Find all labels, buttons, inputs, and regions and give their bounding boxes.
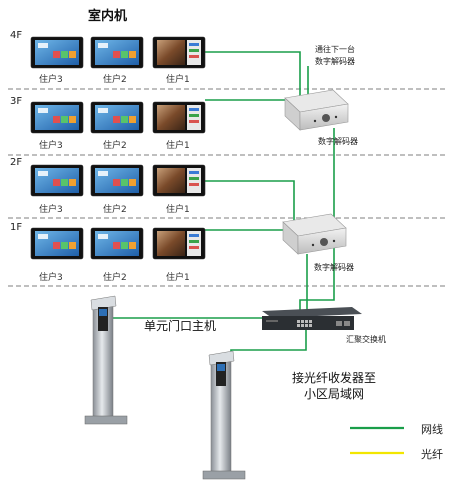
floor-label-4f: 4F (10, 30, 23, 41)
household-label: 住户1 (166, 205, 190, 215)
floor-label-1f: 1F (10, 222, 23, 233)
aggregation-switch (262, 307, 362, 330)
indoor-monitor (30, 101, 84, 134)
indoor-monitor (30, 36, 84, 69)
indoor-monitor-video (152, 36, 206, 69)
indoor-monitor-video (152, 164, 206, 197)
unit-door-main-label: 单元门口主机 (144, 319, 217, 333)
household-label: 住户2 (103, 141, 127, 151)
indoor-monitor (30, 164, 84, 197)
household-label: 住户3 (39, 141, 63, 151)
network-cables (113, 51, 335, 358)
fiber-transceiver-note: 接光纤收发器至 小区局域网 (292, 371, 377, 401)
indoor-monitor-video (152, 101, 206, 134)
legend-network-label: 网线 (421, 423, 443, 436)
decoder-upper-label: 数字解码器 (318, 137, 358, 146)
network-cable-line (230, 330, 307, 358)
household-label: 住户2 (103, 205, 127, 215)
indoor-monitor-video (152, 227, 206, 260)
decoder-lower (282, 213, 347, 255)
indoor-monitor (90, 101, 144, 134)
aggregation-switch-label: 汇聚交换机 (346, 335, 386, 344)
network-cable-line (299, 128, 335, 316)
household-label: 住户2 (103, 273, 127, 283)
network-cable-line (205, 180, 295, 226)
legend-fiber-label: 光纤 (421, 448, 443, 461)
decoder-lower-label: 数字解码器 (314, 263, 354, 272)
decoder-upper (284, 89, 349, 131)
household-label: 住户3 (39, 273, 63, 283)
indoor-monitor (90, 227, 144, 260)
household-label: 住户1 (166, 273, 190, 283)
household-label: 住户1 (166, 141, 190, 151)
household-label: 住户3 (39, 205, 63, 215)
household-label: 住户1 (166, 75, 190, 85)
network-cable-line (205, 51, 301, 100)
household-label: 住户2 (103, 75, 127, 85)
indoor-monitor (30, 227, 84, 260)
indoor-monitors (30, 36, 206, 260)
door-station-secondary (202, 350, 246, 480)
indoor-units-title: 室内机 (88, 9, 128, 24)
household-label: 住户3 (39, 75, 63, 85)
floor-separators (8, 88, 448, 287)
indoor-monitor (90, 36, 144, 69)
indoor-monitor (90, 164, 144, 197)
next-decoder-label: 通往下一台 数字解码器 (315, 45, 355, 66)
floor-label-3f: 3F (10, 96, 23, 107)
floor-label-2f: 2F (10, 157, 23, 168)
door-station-main (84, 295, 128, 425)
